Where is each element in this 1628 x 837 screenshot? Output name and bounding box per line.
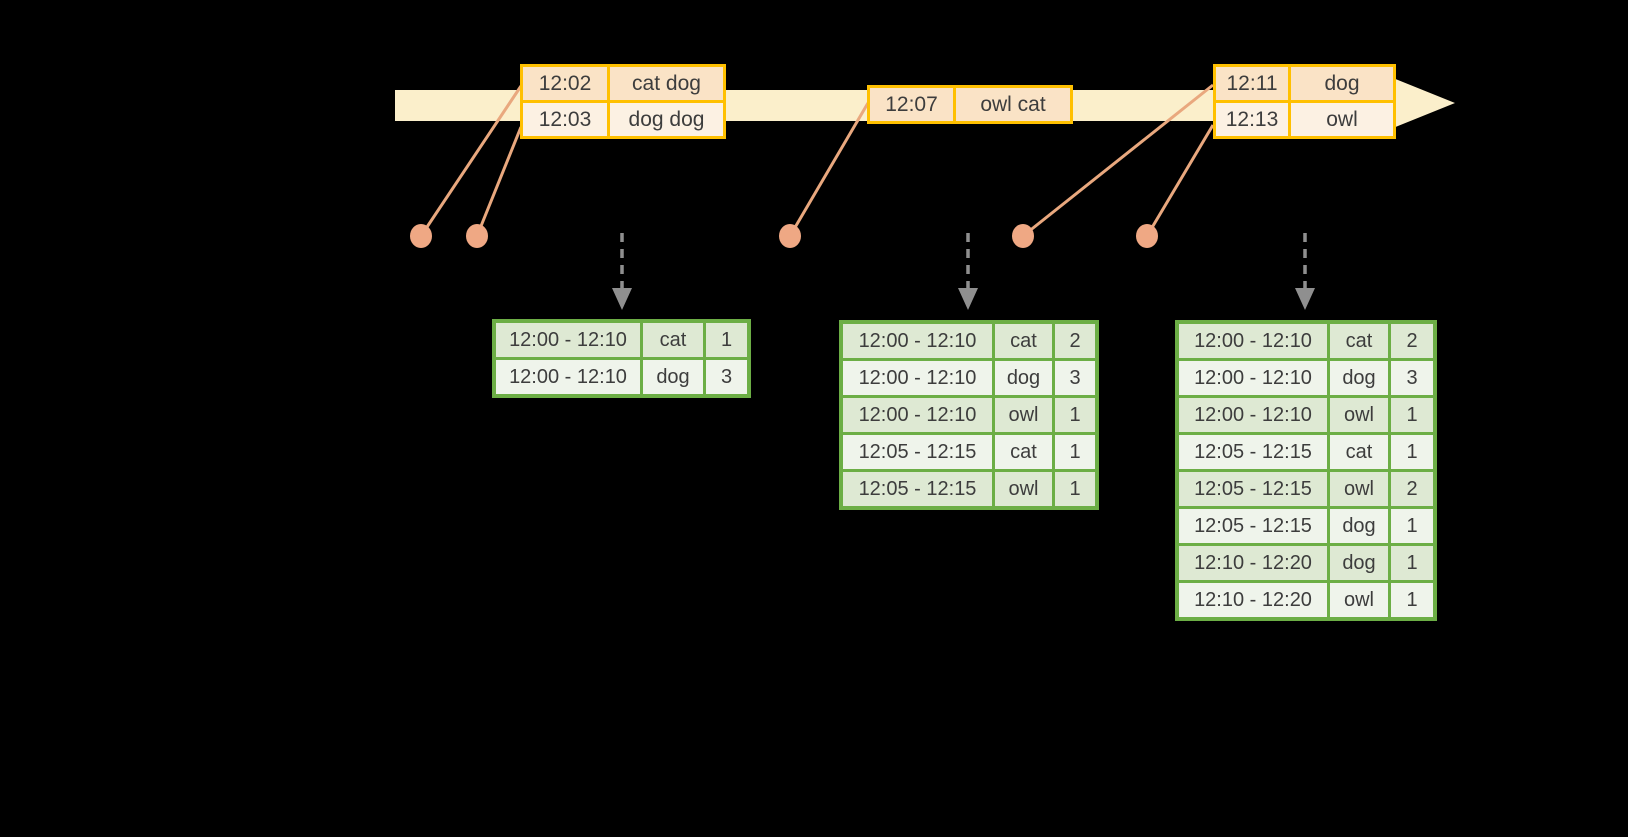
connector-line — [475, 126, 523, 237]
table-cell: 3 — [706, 360, 747, 394]
table-cell: 12:05 - 12:15 — [1179, 435, 1327, 469]
event-dot — [410, 224, 432, 248]
table-cell: dog — [1330, 546, 1388, 580]
table-cell: 1 — [1391, 435, 1433, 469]
trigger-arrow — [958, 233, 978, 310]
table-cell: 2 — [1391, 324, 1433, 358]
table-cell: 1 — [1055, 398, 1095, 432]
table-cell: owl — [1330, 398, 1388, 432]
table-cell: cat — [995, 435, 1052, 469]
table-cell: 12:05 - 12:15 — [1179, 509, 1327, 543]
table-cell: cat — [1330, 324, 1388, 358]
table-cell: owl — [995, 398, 1052, 432]
table-cell: 12:10 - 12:20 — [1179, 546, 1327, 580]
event-dot — [779, 224, 801, 248]
table-cell: 12:05 - 12:15 — [1179, 472, 1327, 506]
table-cell: 2 — [1055, 324, 1095, 358]
table-cell: 12:11 — [1216, 67, 1288, 100]
table-cell: 1 — [706, 323, 747, 357]
table-cell: owl — [1291, 103, 1393, 136]
table-cell: 12:00 - 12:10 — [1179, 398, 1327, 432]
event-dot — [466, 224, 488, 248]
table-cell: 1 — [1055, 435, 1095, 469]
table-cell: owl cat — [956, 88, 1070, 121]
table-cell: cat — [1330, 435, 1388, 469]
table-cell: 3 — [1055, 361, 1095, 395]
table-cell: 12:00 - 12:10 — [1179, 324, 1327, 358]
table-cell: 12:00 - 12:10 — [843, 398, 992, 432]
table-cell: 12:00 - 12:10 — [843, 324, 992, 358]
event-dot — [1012, 224, 1034, 248]
table-cell: 12:00 - 12:10 — [496, 360, 640, 394]
trigger-arrow — [612, 233, 632, 310]
table-cell: dog — [1291, 67, 1393, 100]
table-cell: 12:05 - 12:15 — [843, 472, 992, 506]
trigger-arrow — [1295, 233, 1315, 310]
connector-line — [1022, 83, 1214, 238]
table-cell: 3 — [1391, 361, 1433, 395]
table-cell: dog — [995, 361, 1052, 395]
table-cell: 12:10 - 12:20 — [1179, 583, 1327, 617]
table-cell: 12:03 — [523, 103, 607, 136]
table-cell: cat dog — [610, 67, 723, 100]
table-cell: dog — [643, 360, 703, 394]
connector-line — [419, 85, 523, 237]
table-cell: dog — [1330, 509, 1388, 543]
table-cell: 12:00 - 12:10 — [496, 323, 640, 357]
table-cell: dog dog — [610, 103, 723, 136]
connector-line — [1145, 124, 1215, 237]
table-cell: 2 — [1391, 472, 1433, 506]
table-cell: owl — [1330, 472, 1388, 506]
table-cell: 12:02 — [523, 67, 607, 100]
table-cell: 1 — [1391, 509, 1433, 543]
table-cell: 1 — [1055, 472, 1095, 506]
table-cell: 12:13 — [1216, 103, 1288, 136]
table-cell: 12:00 - 12:10 — [1179, 361, 1327, 395]
table-cell: 12:05 - 12:15 — [843, 435, 992, 469]
table-cell: 12:07 — [870, 88, 953, 121]
table-cell: 1 — [1391, 583, 1433, 617]
table-cell: 12:00 - 12:10 — [843, 361, 992, 395]
table-cell: dog — [1330, 361, 1388, 395]
event-dot — [1136, 224, 1158, 248]
table-cell: 1 — [1391, 398, 1433, 432]
table-cell: cat — [995, 324, 1052, 358]
table-cell: cat — [643, 323, 703, 357]
connector-line — [788, 102, 870, 237]
table-cell: owl — [1330, 583, 1388, 617]
table-cell: 1 — [1391, 546, 1433, 580]
table-cell: owl — [995, 472, 1052, 506]
